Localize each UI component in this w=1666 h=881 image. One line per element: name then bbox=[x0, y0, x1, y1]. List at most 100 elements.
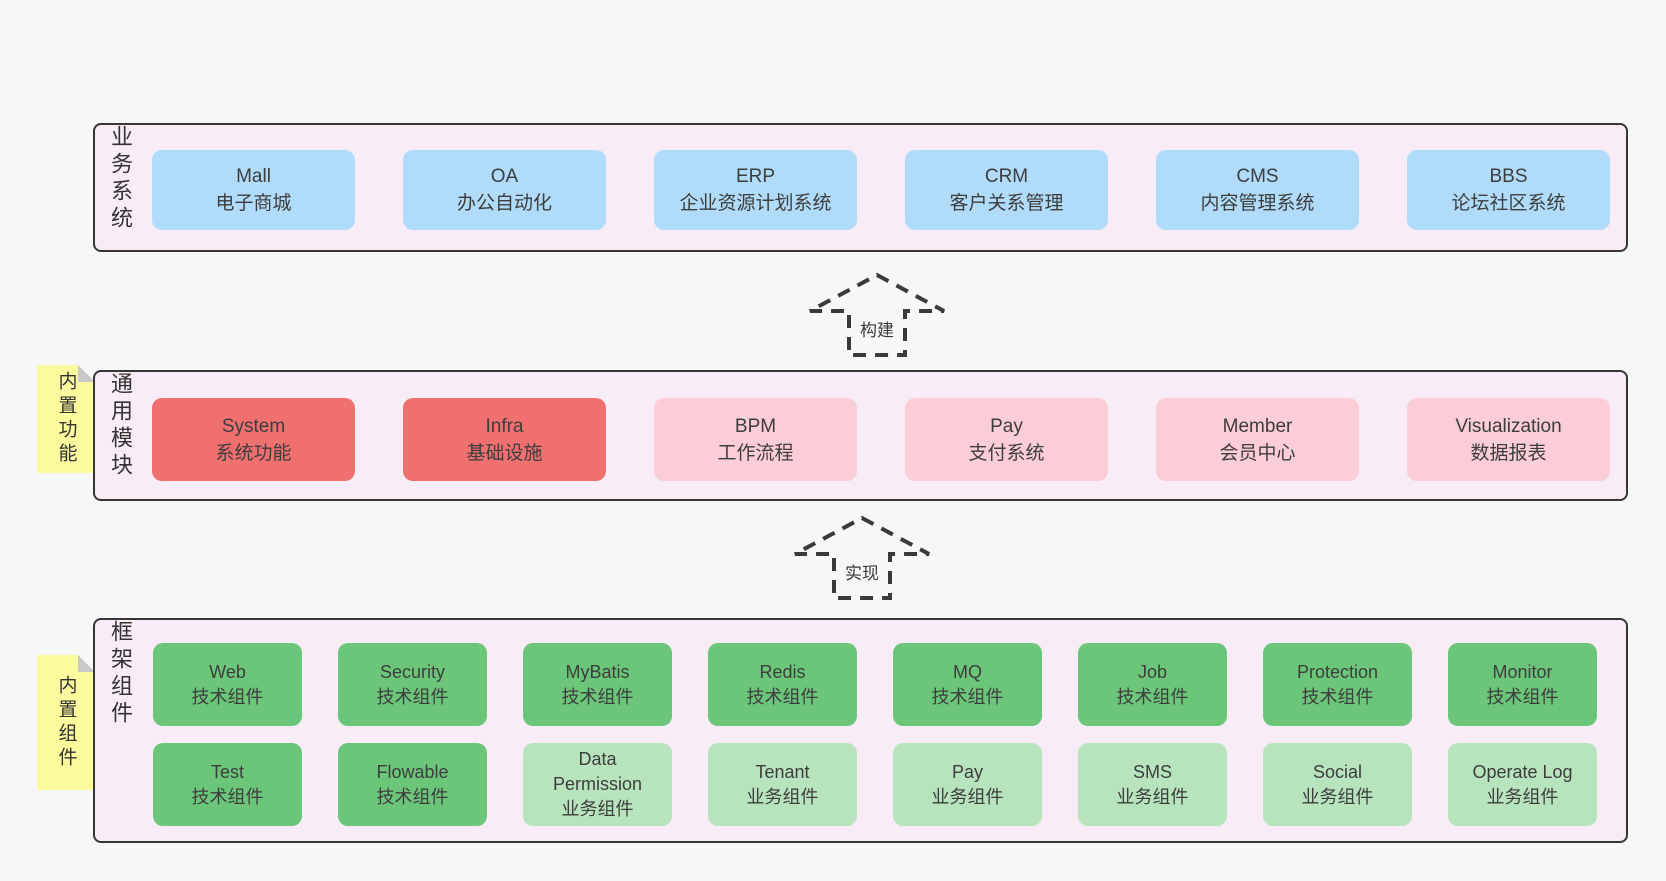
box-pay: Pay 支付系统 bbox=[905, 398, 1108, 481]
box-subtitle: 业务组件 bbox=[561, 799, 634, 819]
box-title: Job bbox=[1137, 661, 1168, 682]
box-title: ERP bbox=[735, 166, 776, 187]
box-operate-log: Operate Log 业务组件 bbox=[1448, 743, 1597, 826]
box-member: Member 会员中心 bbox=[1156, 398, 1359, 481]
box-title: Tenant bbox=[755, 761, 810, 782]
box-subtitle: 会员中心 bbox=[1219, 442, 1296, 464]
box-title: BPM bbox=[734, 415, 777, 437]
box-title: CMS bbox=[1236, 166, 1279, 187]
box-flowable: Flowable 技术组件 bbox=[338, 743, 487, 826]
box-subtitle: 论坛社区系统 bbox=[1451, 193, 1566, 214]
box-title: Pay bbox=[951, 761, 984, 782]
box-title: Mall bbox=[236, 166, 271, 187]
section-label: 通用模块 bbox=[108, 372, 133, 480]
box-title: Visualization bbox=[1455, 415, 1562, 437]
box-subtitle: 业务组件 bbox=[1486, 786, 1559, 807]
box-bbs: BBS 论坛社区系统 bbox=[1407, 150, 1610, 230]
section-label: 框架组件 bbox=[108, 620, 133, 728]
box-visualization: Visualization 数据报表 bbox=[1407, 398, 1610, 481]
box-subtitle: 客户关系管理 bbox=[949, 193, 1064, 214]
box-subtitle: 技术组件 bbox=[1301, 686, 1374, 707]
box-erp: ERP 企业资源计划系统 bbox=[654, 150, 857, 230]
box-title: MyBatis bbox=[565, 661, 630, 682]
section-business-systems: 业务系统 Mall 电子商城 OA 办公自动化 ERP 企业资源计划系统 CRM 客户关系管理… bbox=[93, 123, 1628, 252]
section-label: 业务系统 bbox=[108, 125, 133, 233]
box-web: Web 技术组件 bbox=[153, 643, 302, 726]
box-title: Data Permission bbox=[552, 749, 643, 794]
box-job: Job 技术组件 bbox=[1078, 643, 1227, 726]
arrow-implement: 实现 bbox=[792, 515, 932, 601]
box-redis: Redis 技术组件 bbox=[708, 643, 857, 726]
box-tenant: Tenant 业务组件 bbox=[708, 743, 857, 826]
sticky-note-built-in-features: 内置功能 bbox=[37, 365, 95, 473]
box-subtitle: 企业资源计划系统 bbox=[679, 193, 832, 214]
box-title: SMS bbox=[1132, 761, 1172, 782]
box-subtitle: 工作流程 bbox=[717, 442, 794, 464]
box-title: Operate Log bbox=[1472, 761, 1573, 782]
box-test: Test 技术组件 bbox=[153, 743, 302, 826]
box-title: BBS bbox=[1489, 166, 1528, 187]
box-title: Web bbox=[209, 661, 246, 682]
arrow-build: 构建 bbox=[807, 272, 947, 358]
box-subtitle: 电子商城 bbox=[215, 193, 292, 214]
box-subtitle: 技术组件 bbox=[746, 686, 819, 707]
box-title: Member bbox=[1222, 415, 1293, 437]
box-protection: Protection 技术组件 bbox=[1263, 643, 1412, 726]
box-title: Test bbox=[210, 761, 244, 782]
box-title: System bbox=[221, 415, 286, 437]
box-subtitle: 技术组件 bbox=[191, 786, 264, 807]
box-title: OA bbox=[490, 166, 519, 187]
box-subtitle: 业务组件 bbox=[746, 786, 819, 807]
box-crm: CRM 客户关系管理 bbox=[905, 150, 1108, 230]
dashed-up-arrow-icon bbox=[809, 272, 945, 357]
box-title: MQ bbox=[953, 661, 982, 682]
box-subtitle: 技术组件 bbox=[1486, 686, 1559, 707]
box-subtitle: 业务组件 bbox=[931, 786, 1004, 807]
box-data-permission: Data Permission 业务组件 bbox=[523, 743, 672, 826]
box-pay: Pay 业务组件 bbox=[893, 743, 1042, 826]
box-subtitle: 办公自动化 bbox=[456, 193, 552, 214]
box-subtitle: 技术组件 bbox=[561, 686, 634, 707]
box-subtitle: 技术组件 bbox=[376, 686, 449, 707]
box-oa: OA 办公自动化 bbox=[403, 150, 606, 230]
box-monitor: Monitor 技术组件 bbox=[1448, 643, 1597, 726]
sticky-note-label: 内置组件 bbox=[55, 674, 77, 771]
box-title: Redis bbox=[759, 661, 806, 682]
box-title: Monitor bbox=[1492, 661, 1553, 682]
box-sms: SMS 业务组件 bbox=[1078, 743, 1227, 826]
sticky-note-built-in-components: 内置组件 bbox=[37, 655, 95, 790]
box-subtitle: 业务组件 bbox=[1116, 786, 1189, 807]
box-subtitle: 支付系统 bbox=[968, 442, 1045, 464]
box-bpm: BPM 工作流程 bbox=[654, 398, 857, 481]
box-title: Pay bbox=[990, 415, 1023, 437]
box-subtitle: 技术组件 bbox=[376, 786, 449, 807]
box-title: Flowable bbox=[376, 761, 449, 782]
box-subtitle: 数据报表 bbox=[1470, 442, 1547, 464]
box-subtitle: 技术组件 bbox=[1116, 686, 1189, 707]
box-subtitle: 业务组件 bbox=[1301, 786, 1374, 807]
box-title: Protection bbox=[1296, 661, 1379, 682]
box-title: CRM bbox=[984, 166, 1029, 187]
box-mall: Mall 电子商城 bbox=[152, 150, 355, 230]
arrow-label: 实现 bbox=[842, 559, 882, 584]
box-subtitle: 基础设施 bbox=[466, 442, 543, 464]
sticky-note-label: 内置功能 bbox=[55, 371, 77, 467]
box-mybatis: MyBatis 技术组件 bbox=[523, 643, 672, 726]
arrow-label: 构建 bbox=[857, 316, 897, 341]
box-social: Social 业务组件 bbox=[1263, 743, 1412, 826]
box-title: Infra bbox=[485, 415, 524, 437]
box-title: Social bbox=[1312, 761, 1363, 782]
dashed-up-arrow-icon bbox=[794, 515, 930, 600]
box-subtitle: 技术组件 bbox=[191, 686, 264, 707]
